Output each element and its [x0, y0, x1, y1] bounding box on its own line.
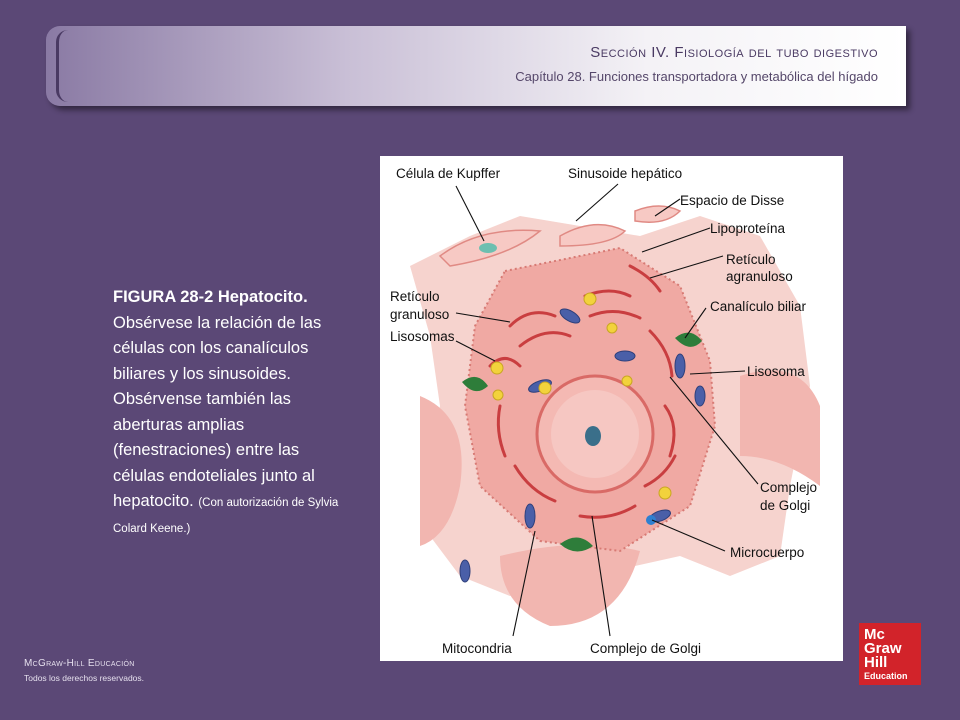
hepatocyte-illustration: Célula de Kupffer Sinusoide hepático Esp… [390, 166, 820, 656]
logo-line4: Education [864, 671, 908, 681]
section-title: Sección IV. Fisiología del tubo digestiv… [590, 44, 878, 61]
label-golgi-right-2: de Golgi [760, 498, 810, 513]
neighbor-cell-right [740, 370, 820, 486]
label-golgi-right-1: Complejo [760, 480, 817, 495]
label-lisosomas: Lisosomas [390, 329, 455, 344]
caption-credit: (Con autorización de Sylvia Colard Keene… [113, 497, 339, 535]
publisher-name: McGraw-Hill Educación [24, 658, 135, 669]
header-band [46, 26, 906, 106]
label-kupffer: Célula de Kupffer [396, 166, 501, 181]
label-mitocondria: Mitocondria [442, 641, 512, 656]
sinusoid-endothelium [559, 223, 627, 247]
mitochondria [459, 308, 706, 583]
label-golgi-bottom: Complejo de Golgi [590, 641, 701, 656]
label-granuloso-1: Retículo [390, 289, 440, 304]
nucleolus [585, 426, 601, 446]
logo-line3: Hill [864, 654, 888, 671]
label-canaliculo: Canalículo biliar [710, 299, 807, 314]
figure-caption: FIGURA 28-2 Hepatocito. Obsérvese la rel… [113, 285, 345, 540]
rights-text: Todos los derechos reservados. [24, 673, 145, 683]
label-agranuloso-1: Retículo [726, 252, 776, 267]
mcgraw-hill-logo: Mc Graw Hill Education [859, 623, 921, 685]
figure-label: FIGURA 28-2 Hepatocito. [113, 288, 308, 306]
label-microcuerpo: Microcuerpo [730, 545, 804, 560]
label-lipoproteina: Lipoproteína [710, 221, 786, 236]
kupffer-nucleus [479, 243, 497, 253]
golgi-bodies [462, 332, 702, 552]
logo-line2: Graw [864, 640, 902, 657]
label-granuloso-2: granuloso [390, 307, 449, 322]
logo-line1: Mc [864, 626, 885, 643]
chapter-title: Capítulo 28. Funciones transportadora y … [515, 69, 878, 84]
lysosomes [490, 292, 672, 500]
microbody [646, 515, 656, 525]
neighbor-cell-bottom [500, 544, 640, 626]
label-lisosoma: Lisosoma [747, 364, 805, 379]
leader-lines [455, 183, 759, 637]
rough-er [488, 264, 677, 519]
label-sinusoide: Sinusoide hepático [568, 166, 682, 181]
label-agranuloso-2: agranuloso [726, 269, 793, 284]
hepatocyte-figure: Célula de Kupffer Sinusoide hepático Esp… [380, 156, 843, 661]
caption-body: Obsérvese la relación de las células con… [113, 313, 322, 511]
neighbor-cell-left [420, 396, 462, 546]
label-disse: Espacio de Disse [680, 193, 784, 208]
